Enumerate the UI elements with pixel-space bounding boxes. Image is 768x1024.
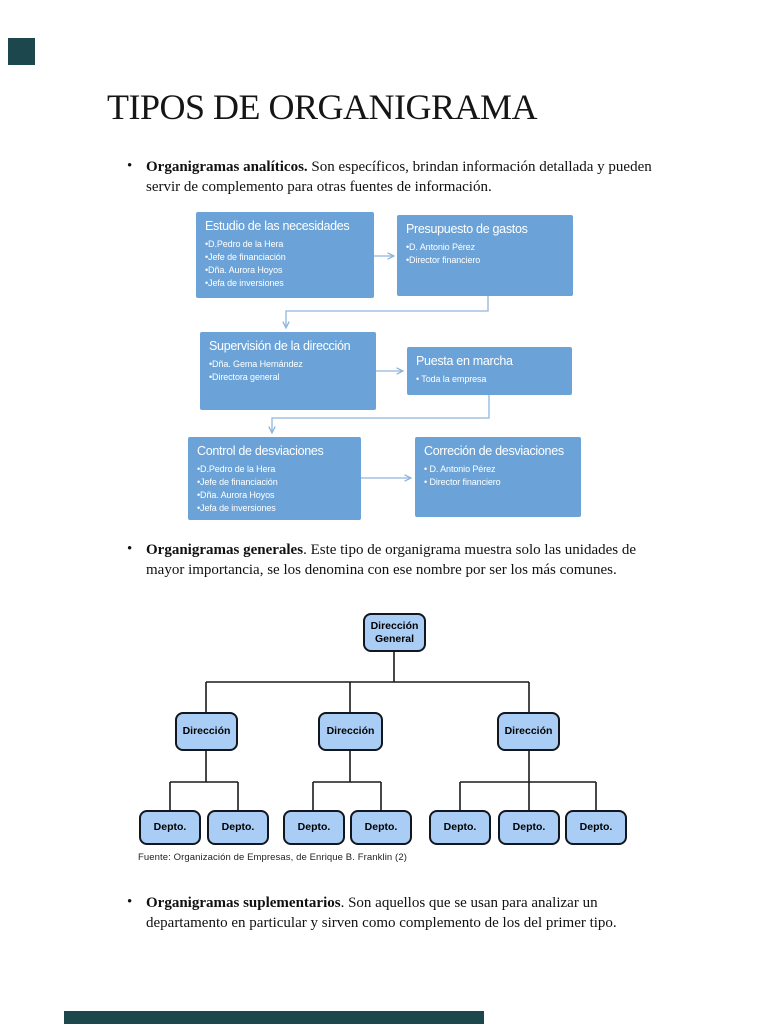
- flowchart-box-item: •Directora general: [209, 372, 280, 382]
- orgchart-dept-label: Depto.: [512, 821, 546, 834]
- flowchart-box-title: Supervisión de la dirección: [209, 339, 351, 353]
- orgchart-direction-label: Dirección: [326, 725, 375, 738]
- flowchart-box-item: •D. Antonio Pérez: [406, 242, 475, 252]
- flowchart-box-title: Puesta en marcha: [416, 354, 513, 368]
- flowchart-box-item: •Jefe de financiación: [197, 477, 278, 487]
- bullet-marker: •: [127, 894, 133, 910]
- connector-presupuesto-supervision: [286, 296, 489, 327]
- flowchart-box-item: •Jefa de inversiones: [197, 503, 276, 513]
- page-corner-mark: [8, 38, 35, 65]
- bullet-bold-label: Organigramas suplementarios: [146, 895, 341, 911]
- orgchart-direction-label: Dirección: [182, 725, 231, 738]
- bullet-analiticos: • Organigramas analíticos. Son específic…: [127, 157, 667, 197]
- flowchart-box-title: Estudio de las necesidades: [205, 219, 350, 233]
- page-bottom-bar: [64, 1011, 484, 1024]
- orgchart-direction-box: Dirección: [175, 712, 238, 751]
- bullet-text: Organigramas analíticos. Son específicos…: [146, 157, 662, 197]
- bullet-marker: •: [127, 158, 133, 174]
- orgchart-dept-box: Depto.: [429, 810, 491, 845]
- orgchart-dept-box: Depto.: [565, 810, 627, 845]
- bullet-text: Organigramas suplementarios. Son aquello…: [146, 893, 662, 933]
- orgchart-dept-box: Depto.: [350, 810, 412, 845]
- flowchart-box-presupuesto: Presupuesto de gastos •D. Antonio Pérez …: [397, 215, 573, 296]
- flowchart-box-item: • D. Antonio Pérez: [424, 464, 496, 474]
- bullet-body-text: . Son aquellos que se usan para analizar…: [146, 895, 617, 931]
- bullet-marker: •: [127, 541, 133, 557]
- flowchart-box-item: •D.Pedro de la Hera: [197, 464, 276, 474]
- flowchart-box-item: •Dña. Gema Hernández: [209, 359, 303, 369]
- flowchart-box-correcion: Correción de desviaciones • D. Antonio P…: [415, 437, 581, 517]
- orgchart-direction-box: Dirección: [497, 712, 560, 751]
- flowchart-box-item: • Toda la empresa: [416, 374, 487, 384]
- bullet-bold-label: Organigramas analíticos.: [146, 159, 308, 175]
- bullet-generales: • Organigramas generales. Este tipo de o…: [127, 540, 667, 580]
- orgchart-caption: Fuente: Organización de Empresas, de Enr…: [138, 852, 407, 863]
- flowchart-box-title: Correción de desviaciones: [424, 444, 564, 458]
- orgchart-dept-label: Depto.: [364, 821, 398, 834]
- flowchart-box-item: •D.Pedro de la Hera: [205, 239, 284, 249]
- orgchart-dept-label: Depto.: [443, 821, 477, 834]
- orgchart-direction-label: Dirección: [504, 725, 553, 738]
- flowchart-box-title: Presupuesto de gastos: [406, 222, 528, 236]
- bullet-suplementarios: • Organigramas suplementarios. Son aquel…: [127, 893, 667, 933]
- orgchart-dept-box: Depto.: [283, 810, 345, 845]
- orgchart-dept-label: Depto.: [221, 821, 255, 834]
- flowchart-box-item: • Director financiero: [424, 477, 501, 487]
- flowchart-box-puesta: Puesta en marcha • Toda la empresa: [407, 347, 572, 395]
- orgchart-dept-label: Depto.: [297, 821, 331, 834]
- flowchart-box-item: •Jefe de financiación: [205, 252, 286, 262]
- flowchart-box-item: •Jefa de inversiones: [205, 278, 284, 288]
- orgchart-dept-label: Depto.: [579, 821, 613, 834]
- flowchart-box-title: Control de desviaciones: [197, 444, 324, 458]
- orgchart-dept-box: Depto.: [139, 810, 201, 845]
- flowchart-box-item: •Dña. Aurora Hoyos: [205, 265, 283, 275]
- flowchart-box-supervision: Supervisión de la dirección •Dña. Gema H…: [200, 332, 376, 410]
- bullet-body-text: . Este tipo de organigrama muestra solo …: [146, 542, 637, 578]
- orgchart-dept-label: Depto.: [153, 821, 187, 834]
- bullet-text: Organigramas generales. Este tipo de org…: [146, 540, 662, 580]
- orgchart-dept-box: Depto.: [498, 810, 560, 845]
- flowchart-box-estudio: Estudio de las necesidades •D.Pedro de l…: [196, 212, 374, 298]
- flowchart-box-item: •Dña. Aurora Hoyos: [197, 490, 275, 500]
- bullet-bold-label: Organigramas generales: [146, 542, 304, 558]
- orgchart-dept-box: Depto.: [207, 810, 269, 845]
- flowchart-box-control: Control de desviaciones •D.Pedro de la H…: [188, 437, 361, 520]
- flowchart-box-item: •Director financiero: [406, 255, 481, 265]
- bullet-body-text: Son específicos, brindan información det…: [146, 159, 652, 195]
- orgchart-direction-box: Dirección: [318, 712, 383, 751]
- page-title: TIPOS DE ORGANIGRAMA: [107, 87, 538, 127]
